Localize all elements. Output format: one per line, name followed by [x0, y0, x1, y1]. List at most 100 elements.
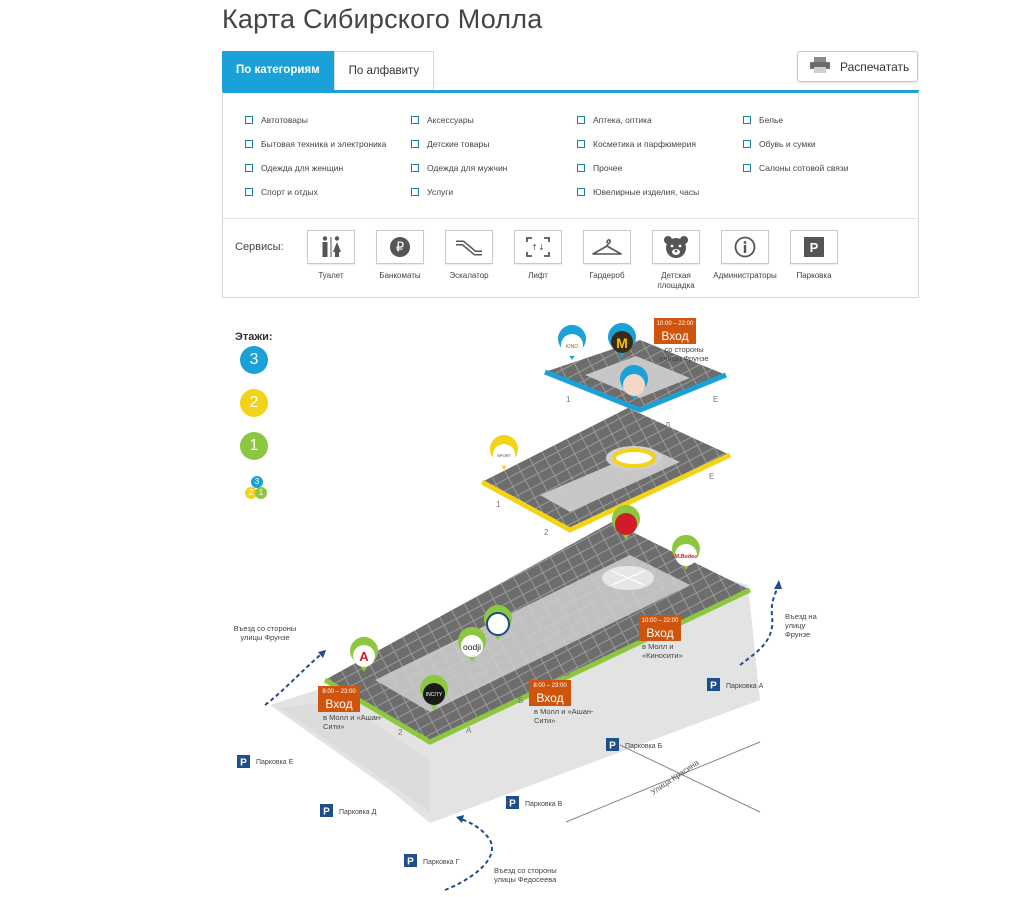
entrance-time: 10:00 – 22:00: [657, 321, 694, 327]
service-escalator[interactable]: Эскалатор: [436, 230, 502, 281]
checkbox[interactable]: [743, 140, 751, 148]
incity-pin[interactable]: INCITY: [420, 674, 448, 710]
entrance-label: Вход: [646, 626, 673, 640]
category-checkbox[interactable]: Услуги: [411, 187, 453, 197]
parking-g[interactable]: P Парковка Г: [404, 854, 460, 868]
arrow-head: [318, 650, 326, 658]
page-title: Карта Сибирского Молла: [222, 4, 543, 34]
floors-title: Этажи:: [235, 331, 273, 343]
category-checkbox[interactable]: Белье: [743, 115, 783, 125]
checkbox[interactable]: [411, 188, 419, 196]
tab-by-category[interactable]: По категориям: [222, 51, 334, 90]
checkbox[interactable]: [245, 164, 253, 172]
print-button[interactable]: Распечатать: [797, 51, 918, 82]
svg-text:P: P: [323, 807, 330, 818]
section-number: 1: [496, 500, 501, 509]
services-label: Сервисы:: [235, 241, 284, 253]
checkbox[interactable]: [411, 116, 419, 124]
checkbox[interactable]: [577, 116, 585, 124]
checkbox[interactable]: [245, 188, 253, 196]
entrance-frunze[interactable]: 10:00 – 22:00 Вход со стороны улицы Фрун…: [654, 318, 735, 369]
entrance-ashan-west[interactable]: 8:00 – 23:00 Вход в Молл и «Ашан-Сити»: [318, 686, 387, 737]
service-parking[interactable]: P Парковка: [781, 230, 847, 281]
store-pin[interactable]: KINO: [558, 324, 586, 360]
section-letter: Е: [704, 590, 709, 599]
category-checkbox[interactable]: Обувь и сумки: [743, 139, 816, 149]
section-letter: А: [466, 726, 472, 735]
category-checkbox[interactable]: Детские товары: [411, 139, 489, 149]
floor-3-button[interactable]: 3: [240, 346, 268, 374]
category-checkbox[interactable]: Косметика и парфюмерия: [577, 139, 696, 149]
auchan-pin[interactable]: A: [350, 636, 378, 672]
atrium-line: [611, 570, 645, 586]
street-line: [565, 741, 761, 823]
checkbox[interactable]: [577, 164, 585, 172]
mini-floor-2: 2: [245, 487, 257, 499]
store-pin[interactable]: [612, 504, 641, 540]
store-pin[interactable]: [620, 364, 648, 400]
entrance-label: Вход: [536, 691, 563, 705]
teddy-bear-icon[interactable]: [652, 230, 700, 264]
info-icon[interactable]: [721, 230, 769, 264]
drive-in-label: Въезд со стороны улицы Федосеева: [494, 866, 557, 884]
svg-text:P: P: [407, 857, 414, 868]
checkbox[interactable]: [411, 140, 419, 148]
mcdonalds-pin[interactable]: M: [608, 322, 637, 358]
atrium-void: [612, 448, 656, 468]
service-toilet[interactable]: Туалет: [298, 230, 364, 281]
svg-text:P: P: [509, 799, 516, 810]
tab-alphabetical[interactable]: По алфавиту: [333, 51, 435, 90]
entrance-time: 8:00 – 23:00: [533, 683, 567, 689]
category-checkbox[interactable]: Ювелирные изделия, часы: [577, 187, 699, 197]
service-label: Детская площадка: [657, 271, 695, 290]
parking-label: Парковка Г: [423, 859, 460, 866]
floor-1-button[interactable]: 1: [240, 432, 268, 460]
category-checkbox[interactable]: Бытовая техника и электроника: [245, 139, 387, 149]
mvideo-pin[interactable]: М.Видео: [672, 534, 700, 570]
category-checkbox[interactable]: Одежда для мужчин: [411, 163, 507, 173]
category-checkbox[interactable]: Салоны сотовой связи: [743, 163, 849, 173]
category-checkbox[interactable]: Прочее: [577, 163, 622, 173]
checkbox[interactable]: [411, 164, 419, 172]
checkbox[interactable]: [577, 140, 585, 148]
service-playground[interactable]: Детская площадка: [643, 230, 709, 291]
escalator-icon[interactable]: [445, 230, 493, 264]
drive-in-label: Въезд со стороны улицы Фрунзе: [233, 624, 297, 642]
entrance-kinosity[interactable]: 10:00 – 22:00 Вход в Молл и «Киносити»: [639, 615, 712, 666]
elevator-icon[interactable]: ↑↓: [514, 230, 562, 264]
category-checkbox[interactable]: Спорт и отдых: [245, 187, 318, 197]
store-pin[interactable]: [484, 604, 512, 640]
checkbox[interactable]: [743, 116, 751, 124]
hanger-icon[interactable]: [583, 230, 631, 264]
checkbox[interactable]: [743, 164, 751, 172]
category-label: Прочее: [593, 163, 623, 173]
svg-text:↑↓: ↑↓: [531, 243, 544, 252]
parking-icon[interactable]: P: [790, 230, 838, 264]
category-checkbox[interactable]: Автотовары: [245, 115, 308, 125]
service-wardrobe[interactable]: Гардероб: [574, 230, 640, 281]
service-admins[interactable]: Администраторы: [712, 230, 778, 281]
svg-text:₽: ₽: [396, 241, 404, 256]
drive-in-label: Въезд на улицу Фрунзе: [785, 612, 817, 639]
category-checkbox[interactable]: Аксессуары: [411, 115, 474, 125]
service-atm[interactable]: ₽ Банкоматы: [367, 230, 433, 281]
checkbox[interactable]: [245, 116, 253, 124]
service-elevator[interactable]: ↑↓ Лифт: [505, 230, 571, 281]
toilet-icon[interactable]: [307, 230, 355, 264]
floor-2-button[interactable]: 2: [240, 389, 268, 417]
store-pin[interactable]: SPORT: [490, 434, 518, 470]
oodji-pin[interactable]: oodji: [458, 626, 486, 662]
checkbox[interactable]: [245, 140, 253, 148]
category-checkbox[interactable]: Аптека, оптика: [577, 115, 652, 125]
checkbox[interactable]: [577, 188, 585, 196]
entrance-ashan-center[interactable]: 8:00 – 23:00 Вход в Молл и «Ашан-Сити»: [529, 680, 598, 731]
atm-ruble-icon[interactable]: ₽: [376, 230, 424, 264]
all-floors-button[interactable]: 3 2 1: [243, 476, 273, 502]
arrow-head: [456, 815, 464, 823]
category-checkbox[interactable]: Одежда для женщин: [245, 163, 343, 173]
